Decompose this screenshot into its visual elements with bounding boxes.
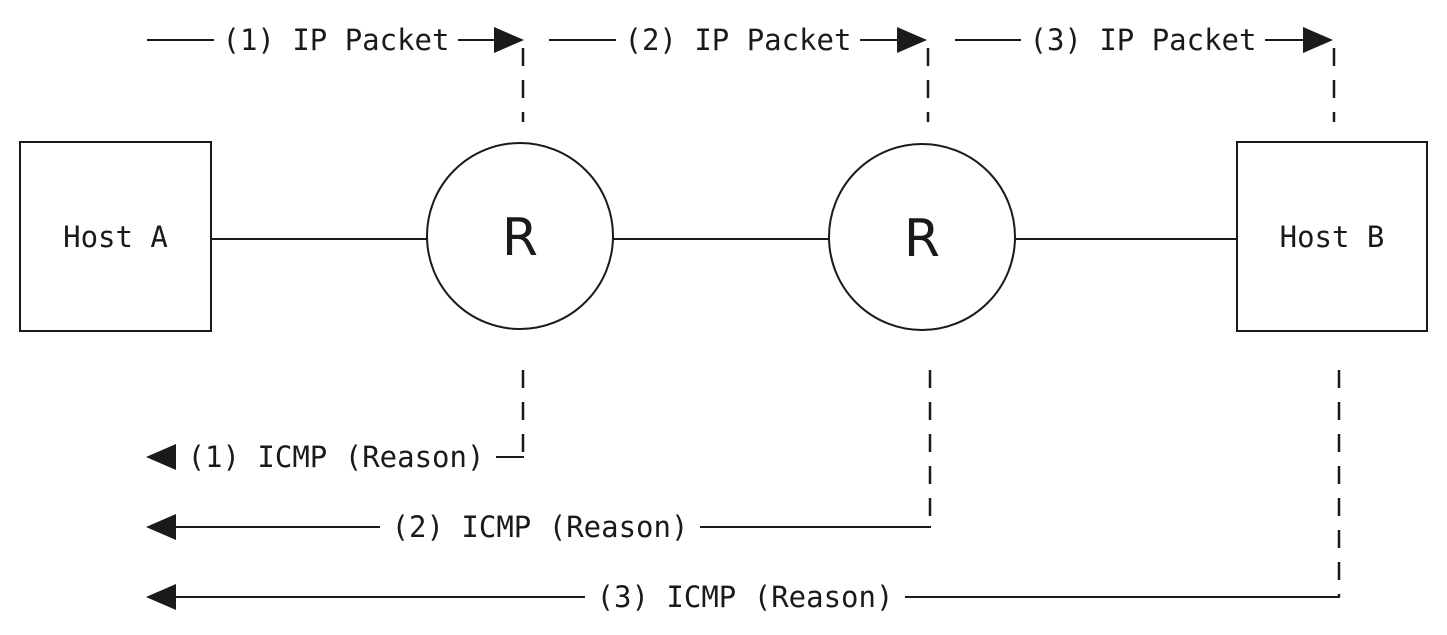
host-a-node: Host A: [19, 141, 212, 332]
icmp-response-label-1: (1) ICMP (Reason): [188, 440, 485, 474]
arrowhead-icon: [897, 27, 927, 53]
arrowhead-icon: [494, 27, 524, 53]
arrowhead-left-icon: [146, 514, 176, 540]
icmp-response-label-3: (3) ICMP (Reason): [597, 580, 894, 614]
ip-packet-label-2: (2) IP Packet: [625, 23, 852, 57]
host-b-label: Host B: [1280, 220, 1385, 254]
router-2-label: R: [904, 209, 940, 269]
icmp-response-label-2: (2) ICMP (Reason): [392, 510, 689, 544]
arrowhead-icon: [1303, 27, 1333, 53]
ip-packet-arrow-1: (1) IP Packet: [147, 22, 524, 58]
arrowhead-left-icon: [146, 584, 176, 610]
ip-packet-label-1: (1) IP Packet: [223, 23, 450, 57]
icmp-response-arrow-2: (2) ICMP (Reason): [146, 509, 931, 545]
icmp-response-arrow-1: (1) ICMP (Reason): [146, 439, 524, 475]
ip-packet-arrow-2: (2) IP Packet: [549, 22, 927, 58]
ip-packet-arrow-3: (3) IP Packet: [955, 22, 1333, 58]
host-a-label: Host A: [63, 220, 168, 254]
icmp-response-arrow-3: (3) ICMP (Reason): [146, 579, 1340, 615]
router-1-node: R: [426, 142, 614, 330]
ip-packet-label-3: (3) IP Packet: [1030, 23, 1257, 57]
arrowhead-left-icon: [146, 444, 176, 470]
router-2-node: R: [828, 143, 1016, 331]
host-b-node: Host B: [1236, 141, 1428, 332]
router-1-label: R: [502, 208, 538, 268]
